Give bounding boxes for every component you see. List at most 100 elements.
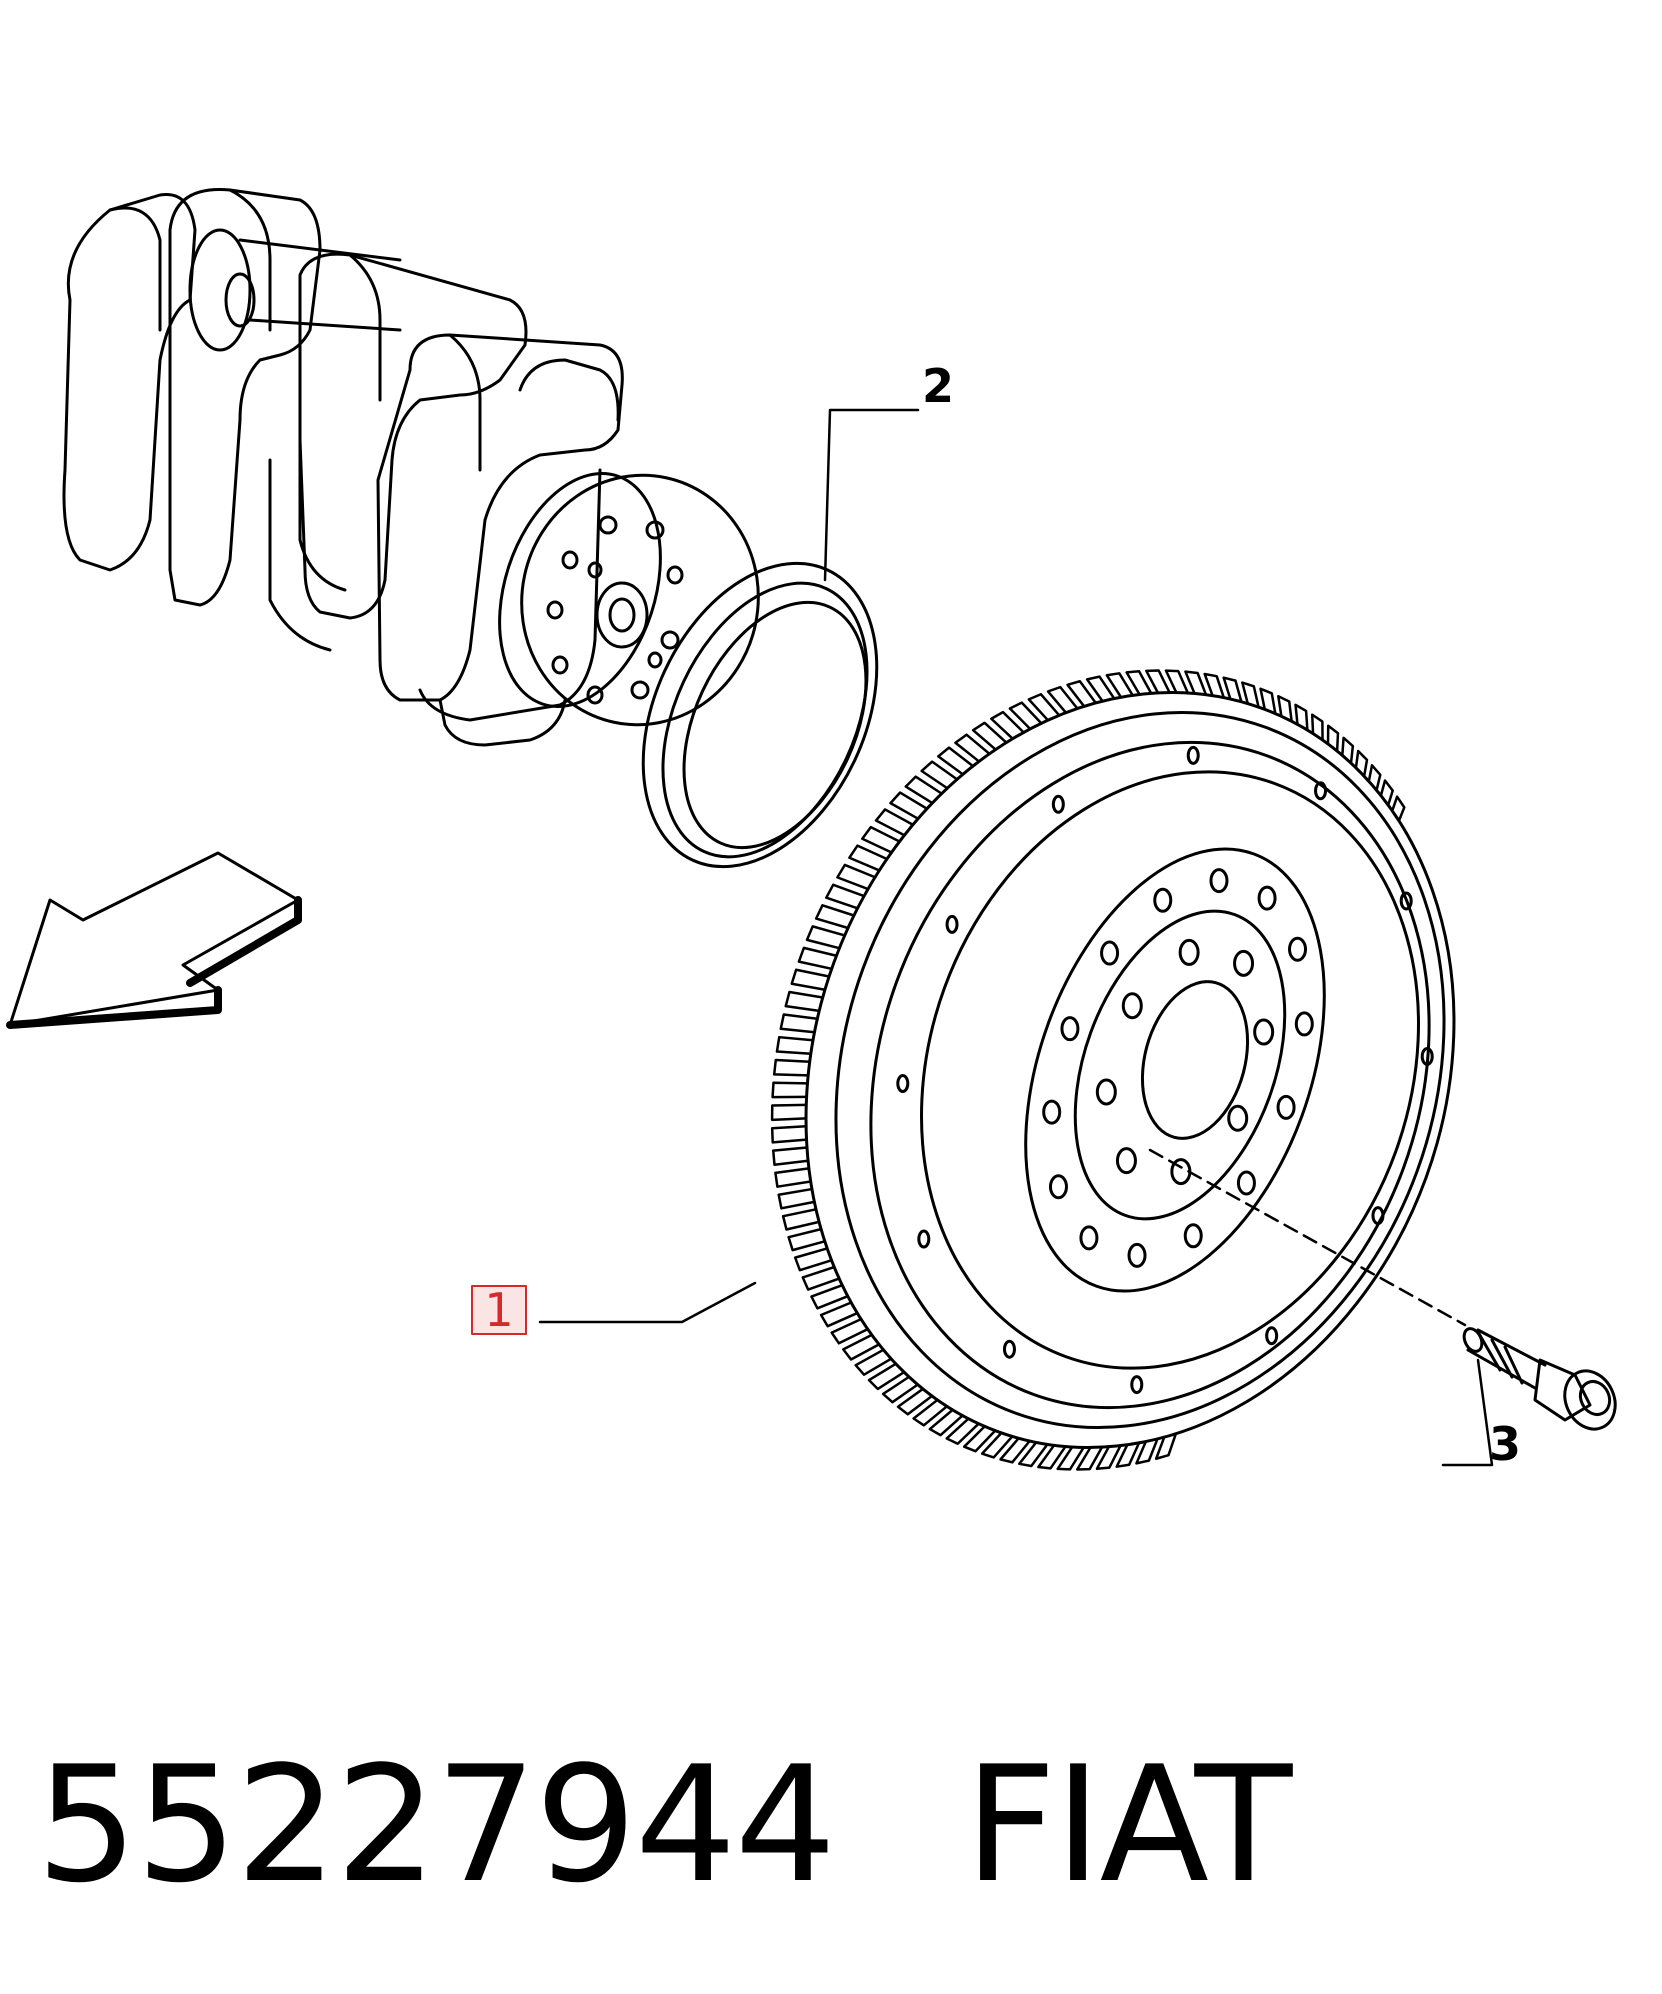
gear-tooth bbox=[954, 733, 991, 763]
rim-hole bbox=[917, 1229, 931, 1249]
gear-tooth bbox=[819, 1301, 859, 1328]
rim-hole bbox=[1130, 1375, 1144, 1395]
callout-1-label: 1 bbox=[484, 1283, 513, 1337]
gear-tooth bbox=[805, 925, 846, 950]
gear-tooth bbox=[1066, 679, 1097, 708]
gear-tooth bbox=[889, 791, 929, 820]
hub-outer-hole bbox=[1183, 1223, 1203, 1249]
hub-outer-hole bbox=[1060, 1016, 1080, 1042]
gear-tooth bbox=[771, 1081, 809, 1099]
gear-tooth bbox=[881, 1375, 919, 1404]
hub-bolt-hole bbox=[1095, 1078, 1117, 1106]
gear-tooth bbox=[797, 946, 838, 971]
bolt-axis-line bbox=[1148, 1148, 1467, 1327]
callout-leaders bbox=[538, 408, 1494, 1467]
gear-tooth bbox=[861, 825, 901, 854]
rim-hole bbox=[1399, 891, 1413, 911]
hub-bolt-hole bbox=[1253, 1018, 1275, 1046]
leader-2 bbox=[823, 408, 920, 582]
hub-outer-hole bbox=[1209, 868, 1229, 894]
callout-3-label: 3 bbox=[1489, 1417, 1521, 1471]
gear-tooth bbox=[772, 1058, 811, 1077]
hub-outer-hole bbox=[1288, 936, 1308, 962]
hub-outer-hole bbox=[1276, 1094, 1296, 1120]
seal-ring bbox=[641, 561, 879, 869]
gear-tooth bbox=[770, 1103, 808, 1122]
gear-tooth bbox=[874, 808, 915, 837]
gear-tooth bbox=[836, 863, 877, 891]
hub-bolt-hole bbox=[1178, 938, 1200, 966]
gear-tooth bbox=[830, 1317, 870, 1345]
gear-tooth bbox=[775, 1035, 815, 1056]
gear-tooth bbox=[1184, 670, 1208, 696]
hub-outer-hole bbox=[1294, 1011, 1314, 1037]
hub-outer-hole bbox=[1100, 940, 1120, 966]
flywheel-rim-holes bbox=[896, 745, 1434, 1395]
hub-bolt-hole bbox=[1115, 1147, 1137, 1175]
hub-outer-hole bbox=[1127, 1242, 1147, 1268]
rim-hole bbox=[1420, 1046, 1434, 1066]
gear-tooth bbox=[937, 746, 975, 776]
callout-3[interactable]: 3 bbox=[1489, 1417, 1521, 1471]
hub-outer-hole bbox=[1257, 885, 1277, 911]
rim-hole bbox=[1265, 1326, 1279, 1346]
bolt bbox=[1462, 1327, 1617, 1431]
rim-hole bbox=[1051, 794, 1065, 814]
rim-hole bbox=[1314, 781, 1328, 801]
gear-tooth bbox=[1105, 672, 1134, 699]
hub-outer-hole bbox=[1079, 1225, 1099, 1251]
gear-tooth bbox=[1241, 681, 1260, 709]
gear-tooth bbox=[920, 760, 959, 790]
callout-1[interactable]: 1 bbox=[471, 1283, 527, 1337]
gear-tooth bbox=[980, 1431, 1014, 1459]
gear-tooth bbox=[1135, 1437, 1159, 1465]
gear-tooth bbox=[1018, 1441, 1049, 1468]
gear-tooth bbox=[867, 1362, 906, 1391]
gear-tooth bbox=[771, 1146, 810, 1166]
part-caption: 55227944 FIAT bbox=[36, 1731, 1292, 1918]
gear-tooth bbox=[1379, 779, 1394, 807]
hub-outer-hole bbox=[1042, 1099, 1062, 1125]
gear-tooth bbox=[1145, 669, 1171, 695]
gear-tooth bbox=[777, 1187, 816, 1210]
gear-tooth bbox=[1095, 1444, 1122, 1470]
brand-name: FIAT bbox=[964, 1731, 1292, 1918]
callout-1-highlight-box bbox=[471, 1285, 527, 1335]
gear-tooth bbox=[801, 1265, 841, 1291]
gear-tooth bbox=[1294, 703, 1309, 732]
gear-tooth bbox=[848, 844, 889, 872]
gear-tooth bbox=[1222, 676, 1243, 704]
gear-tooth bbox=[1203, 672, 1226, 699]
rim-hole bbox=[896, 1074, 910, 1094]
flywheel bbox=[770, 669, 1467, 1471]
gear-tooth bbox=[781, 1208, 821, 1231]
gear-tooth bbox=[1046, 685, 1079, 714]
rim-hole bbox=[1371, 1206, 1385, 1226]
gear-tooth bbox=[774, 1167, 812, 1188]
gear-tooth bbox=[1027, 692, 1061, 722]
gear-tooth bbox=[784, 990, 824, 1013]
gear-tooth bbox=[779, 1013, 819, 1034]
callout-2-label: 2 bbox=[922, 359, 954, 413]
gear-tooth bbox=[971, 721, 1008, 751]
gear-tooth bbox=[787, 1227, 827, 1252]
hub-bolt-hole bbox=[1121, 992, 1143, 1020]
rim-hole bbox=[1002, 1339, 1016, 1359]
gear-tooth bbox=[842, 1333, 881, 1361]
gear-tooth bbox=[810, 1283, 850, 1310]
gear-tooth bbox=[912, 1398, 949, 1427]
gear-tooth bbox=[770, 1124, 808, 1144]
gear-tooth bbox=[1326, 724, 1340, 753]
gear-tooth bbox=[1037, 1444, 1067, 1470]
gear-tooth bbox=[945, 1417, 980, 1446]
hub-outer-hole bbox=[1153, 887, 1173, 913]
gear-tooth bbox=[790, 968, 831, 991]
gear-tooth bbox=[990, 710, 1025, 740]
direction-arrow bbox=[6, 851, 302, 1029]
flywheel-ring-gear bbox=[770, 669, 1406, 1471]
gear-tooth bbox=[1154, 1432, 1178, 1460]
part-number: 55227944 bbox=[36, 1731, 836, 1918]
callout-2[interactable]: 2 bbox=[922, 359, 954, 413]
hub-bolt-hole bbox=[1227, 1104, 1249, 1132]
